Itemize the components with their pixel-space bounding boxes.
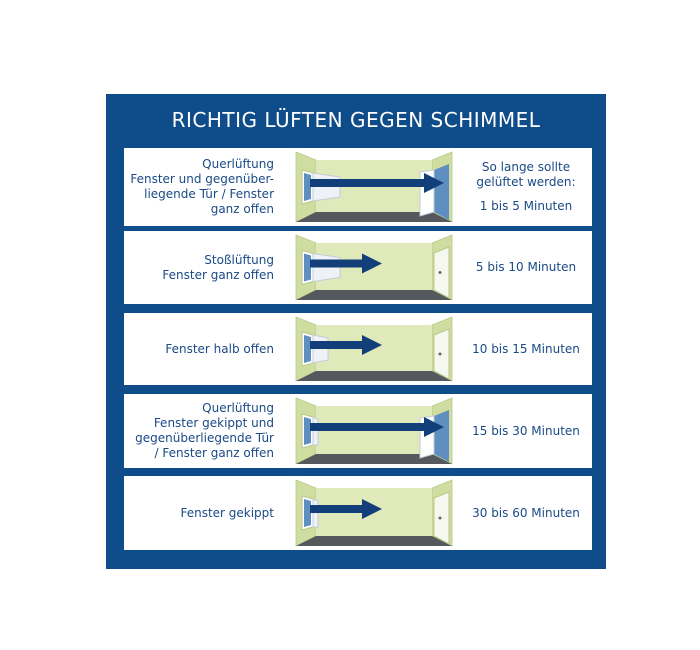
ventilation-row: Fenster gekippt 30 bis 60 Minuten — [124, 476, 592, 550]
method-label-line: ganz offen — [210, 202, 274, 216]
window-glass — [304, 173, 311, 201]
duration-value: 30 bis 60 Minuten — [472, 505, 580, 520]
room-illustration — [294, 394, 454, 468]
door-opening — [434, 410, 449, 462]
duration-value: 10 bis 15 Minuten — [472, 341, 580, 356]
method-label: Querlüftung Fenster und gegenüber- liege… — [124, 148, 274, 226]
ventilation-row: Fenster halb offen 10 bis 15 Minuten — [124, 313, 592, 385]
method-label-line: Stoßlüftung — [204, 252, 274, 267]
ventilation-row: Querlüftung Fenster gekippt und gegenübe… — [124, 394, 592, 468]
ventilation-row: Querlüftung Fenster und gegenüber- liege… — [124, 148, 592, 226]
method-label: Querlüftung Fenster gekippt und gegenübe… — [124, 394, 274, 468]
method-label-line: Fenster gekippt — [180, 505, 274, 520]
method-label-line: Fenster halb offen — [165, 341, 274, 356]
room-illustration — [294, 148, 454, 226]
floor — [296, 212, 452, 222]
method-label-line: Querlüftung — [202, 401, 274, 415]
room-svg — [295, 151, 453, 223]
ventilation-panel: RICHTIG LÜFTEN GEGEN SCHIMMEL Querlüftun… — [106, 94, 606, 569]
window-glass — [304, 499, 311, 527]
airflow-arrow — [310, 499, 382, 519]
door-handle — [438, 516, 442, 520]
room-illustration — [294, 313, 454, 385]
method-label: Fenster halb offen — [124, 313, 274, 385]
duration-block: 5 bis 10 Minuten — [460, 231, 592, 304]
method-label: Stoßlüftung Fenster ganz offen — [124, 231, 274, 304]
airflow-arrow — [310, 173, 444, 193]
duration-header-line: So lange sollte — [481, 160, 571, 174]
floor — [296, 290, 452, 300]
airflow-arrow — [310, 417, 444, 437]
duration-header-line: gelüftet werden: — [476, 175, 576, 189]
room-svg — [295, 479, 453, 547]
duration-value: 1 bis 5 Minuten — [479, 199, 573, 213]
method-label-line: Querlüftung — [202, 157, 274, 171]
ventilation-row: Stoßlüftung Fenster ganz offen 5 bis 10 … — [124, 231, 592, 304]
panel-title: RICHTIG LÜFTEN GEGEN SCHIMMEL — [171, 108, 541, 132]
method-label-line: Fenster ganz offen — [162, 267, 274, 282]
duration-block: 10 bis 15 Minuten — [460, 313, 592, 385]
airflow-arrow — [310, 335, 382, 355]
door-handle — [438, 271, 442, 274]
room-svg — [295, 397, 453, 465]
method-label-line: Fenster und gegenüber- — [130, 172, 274, 186]
method-label-line: gegenüberliegende Tür — [135, 431, 274, 445]
room-svg — [295, 316, 453, 382]
duration-value: 5 bis 10 Minuten — [475, 260, 577, 274]
window-glass — [304, 417, 311, 445]
room-illustration — [294, 231, 454, 304]
method-label-line: Fenster gekippt und — [153, 416, 274, 430]
method-label-line: / Fenster ganz offen — [154, 446, 274, 460]
floor — [296, 454, 452, 464]
window-glass — [304, 253, 311, 282]
duration-block: So lange sollte gelüftet werden: 1 bis 5… — [460, 148, 592, 226]
floor — [296, 371, 452, 381]
window-glass — [304, 335, 311, 363]
duration-value: 15 bis 30 Minuten — [472, 423, 580, 438]
method-label: Fenster gekippt — [124, 476, 274, 550]
room-svg — [295, 234, 453, 301]
door-opening — [434, 164, 449, 220]
room-illustration — [294, 476, 454, 550]
airflow-arrow — [310, 253, 382, 274]
duration-block: 15 bis 30 Minuten — [460, 394, 592, 468]
floor — [296, 536, 452, 546]
door-handle — [438, 352, 442, 356]
method-label-line: liegende Tür / Fenster — [144, 187, 274, 201]
duration-block: 30 bis 60 Minuten — [460, 476, 592, 550]
